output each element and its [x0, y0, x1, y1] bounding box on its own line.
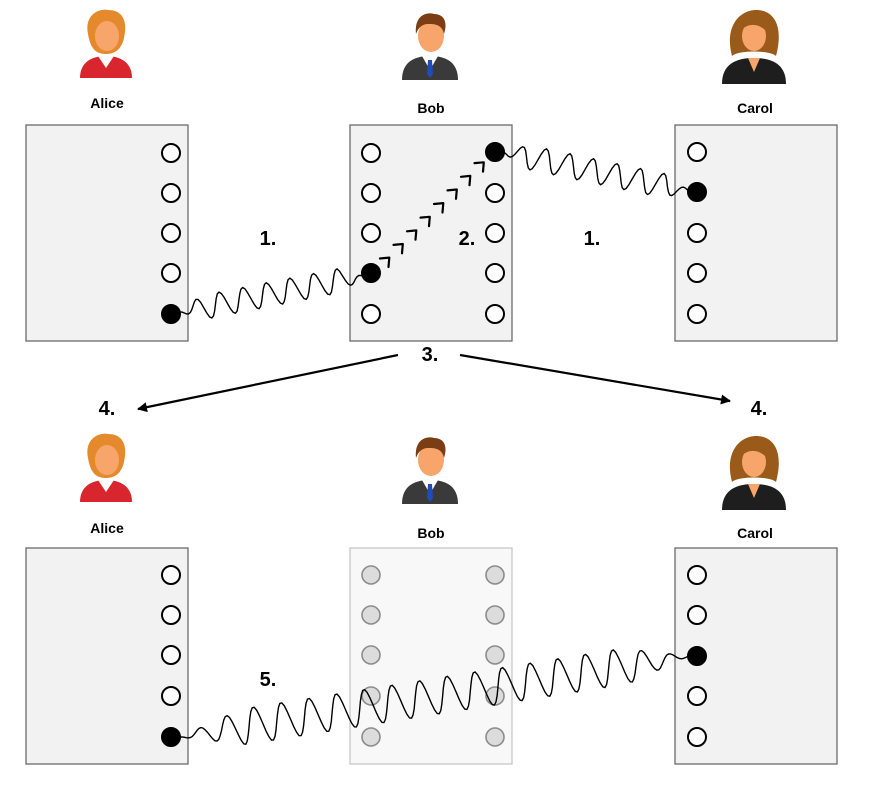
qubit-faded — [485, 727, 505, 747]
step-2-label: 2. — [459, 228, 476, 250]
classical-message-arrow-to-carol — [459, 353, 731, 405]
qubit-empty — [687, 304, 707, 324]
qubit-empty — [361, 304, 381, 324]
qubit-empty — [687, 727, 707, 747]
chevron-mark — [419, 215, 431, 228]
alice-qubits-top — [161, 143, 181, 324]
step-5-label: 5. — [260, 669, 277, 691]
qubit-empty — [687, 223, 707, 243]
qubit-entangled — [687, 182, 707, 202]
step-1-left-label: 1. — [260, 228, 277, 250]
qubit-faded — [361, 727, 381, 747]
qubit-entangled — [161, 727, 181, 747]
qubit-empty — [687, 263, 707, 283]
qubit-empty — [161, 143, 181, 163]
alice-avatar-icon — [80, 433, 132, 502]
chevron-mark — [459, 174, 472, 187]
qubit-empty — [161, 223, 181, 243]
bob-avatar-icon — [402, 13, 458, 80]
entanglement-link-bob-carol — [502, 146, 690, 197]
qubit-empty — [485, 223, 505, 243]
qubit-faded — [485, 565, 505, 585]
chevron-mark — [446, 188, 458, 200]
qubit-empty — [687, 686, 707, 706]
qubit-entangled — [687, 646, 707, 666]
chevron-mark — [473, 161, 485, 173]
qubit-empty — [161, 645, 181, 665]
qubit-faded — [485, 645, 505, 665]
qubit-faded — [361, 565, 381, 585]
qubit-empty — [161, 686, 181, 706]
bob-qubits-top — [361, 142, 505, 324]
alice-label-top: Alice — [90, 95, 124, 111]
entanglement-link-alice-carol — [179, 648, 690, 745]
qubit-empty — [161, 565, 181, 585]
alice-avatar-icon — [80, 9, 132, 78]
qubit-empty — [687, 565, 707, 585]
qubit-faded — [361, 605, 381, 625]
carol-avatar-icon — [722, 10, 786, 84]
qubit-empty — [361, 223, 381, 243]
alice-label-bottom: Alice — [90, 520, 124, 536]
bob-avatar-icon — [402, 437, 458, 504]
qubit-empty — [687, 142, 707, 162]
alice-memory-panel-bottom — [25, 547, 189, 765]
chevron-mark — [432, 202, 445, 214]
step-3-label: 3. — [422, 344, 439, 366]
qubit-faded — [361, 645, 381, 665]
qubit-entangled — [485, 142, 505, 162]
entanglement-link-alice-bob — [179, 267, 364, 319]
bell-measurement-chevrons — [378, 161, 485, 269]
qubit-empty — [485, 183, 505, 203]
qubit-entangled — [361, 263, 381, 283]
carol-label-top: Carol — [737, 100, 773, 116]
carol-qubits-top — [687, 142, 707, 324]
carol-label-bottom: Carol — [737, 525, 773, 541]
bob-qubits-bottom-faded — [361, 565, 505, 747]
bob-label-top: Bob — [417, 100, 444, 116]
qubit-empty — [687, 605, 707, 625]
chevron-mark — [405, 229, 418, 241]
qubit-empty — [361, 183, 381, 203]
carol-qubits-bottom — [687, 565, 707, 747]
chevron-mark — [378, 256, 391, 269]
step-4-left-label: 4. — [99, 398, 116, 420]
chevron-mark — [392, 242, 404, 255]
qubit-empty — [485, 263, 505, 283]
step-4-right-label: 4. — [751, 398, 768, 420]
step-1-right-label: 1. — [584, 228, 601, 250]
qubit-empty — [161, 605, 181, 625]
qubit-empty — [361, 143, 381, 163]
carol-avatar-icon — [722, 436, 786, 510]
alice-qubits-bottom — [161, 565, 181, 747]
qubit-empty — [161, 263, 181, 283]
qubit-entangled — [161, 304, 181, 324]
qubit-empty — [485, 304, 505, 324]
classical-message-arrow-to-alice — [137, 353, 399, 413]
qubit-faded — [485, 605, 505, 625]
qubit-empty — [161, 183, 181, 203]
bob-label-bottom: Bob — [417, 525, 444, 541]
